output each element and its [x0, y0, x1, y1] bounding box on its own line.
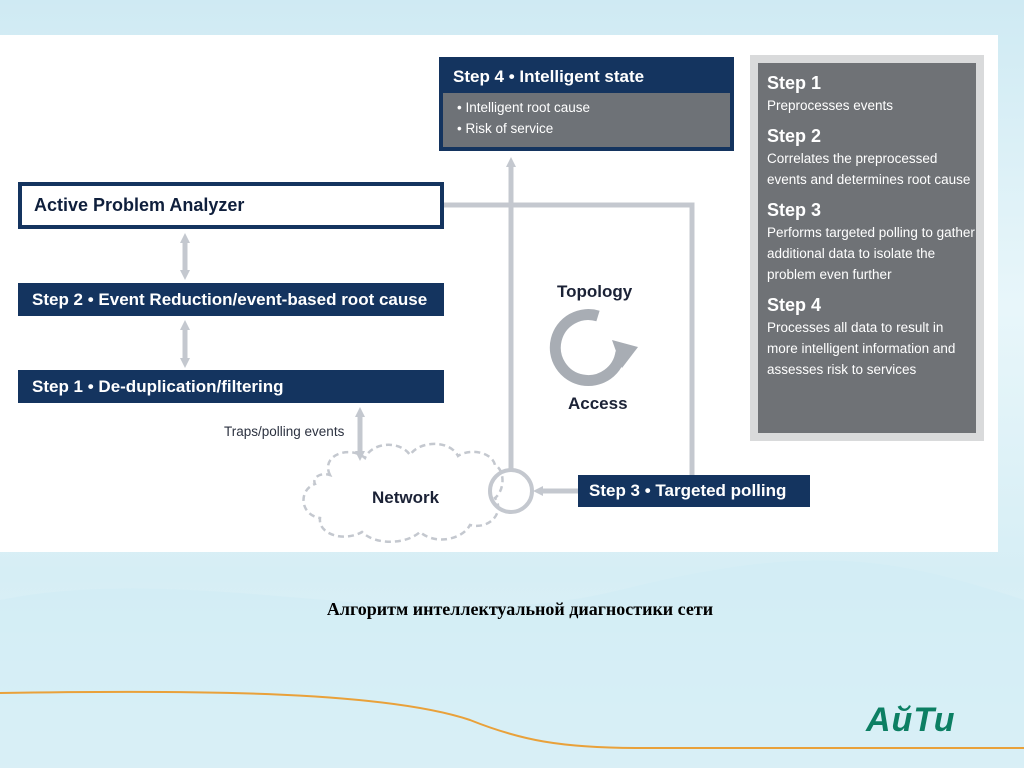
step1-box: Step 1 • De-duplication/filtering: [18, 370, 444, 403]
step2-box: Step 2 • Event Reduction/event-based roo…: [18, 283, 444, 316]
legend-step-text: Performs targeted polling to gather addi…: [767, 225, 975, 282]
legend-step-heading: Step 4: [767, 295, 822, 315]
legend-step-heading: Step 1: [767, 73, 822, 93]
network-label: Network: [372, 488, 440, 507]
orange-swoosh: [0, 690, 1024, 749]
step4-bullets: • Intelligent root cause • Risk of servi…: [443, 93, 730, 147]
steps-legend-inner: Step 1 Preprocesses events Step 2 Correl…: [758, 63, 976, 433]
legend-step-heading: Step 2: [767, 126, 822, 146]
legend-step-text: Preprocesses events: [767, 98, 894, 113]
step4-box: Step 4 • Intelligent state • Intelligent…: [439, 57, 734, 151]
topology-label: Topology: [557, 282, 633, 301]
steps-legend-panel: Step 1 Preprocesses events Step 2 Correl…: [750, 55, 984, 441]
step4-title: Step 4 • Intelligent state: [453, 67, 645, 86]
legend-step-text: Correlates the preprocessed events and d…: [767, 151, 971, 187]
bg-wave: [0, 560, 1024, 768]
legend-step-text: Processes all data to result in more int…: [767, 320, 956, 377]
slide-caption: Алгоритм интеллектуальной диагностики се…: [326, 599, 714, 619]
step4-bullet: • Risk of service: [457, 121, 554, 136]
step4-bullet: • Intelligent root cause: [457, 100, 591, 115]
step3-box: Step 3 • Targeted polling: [578, 475, 810, 507]
legend-step-heading: Step 3: [767, 200, 822, 220]
active-problem-analyzer-box: Active Problem Analyzer: [18, 182, 444, 229]
access-label: Access: [568, 394, 628, 413]
company-logo: АйТи: [866, 701, 956, 739]
traps-label: Traps/polling events: [224, 424, 345, 439]
